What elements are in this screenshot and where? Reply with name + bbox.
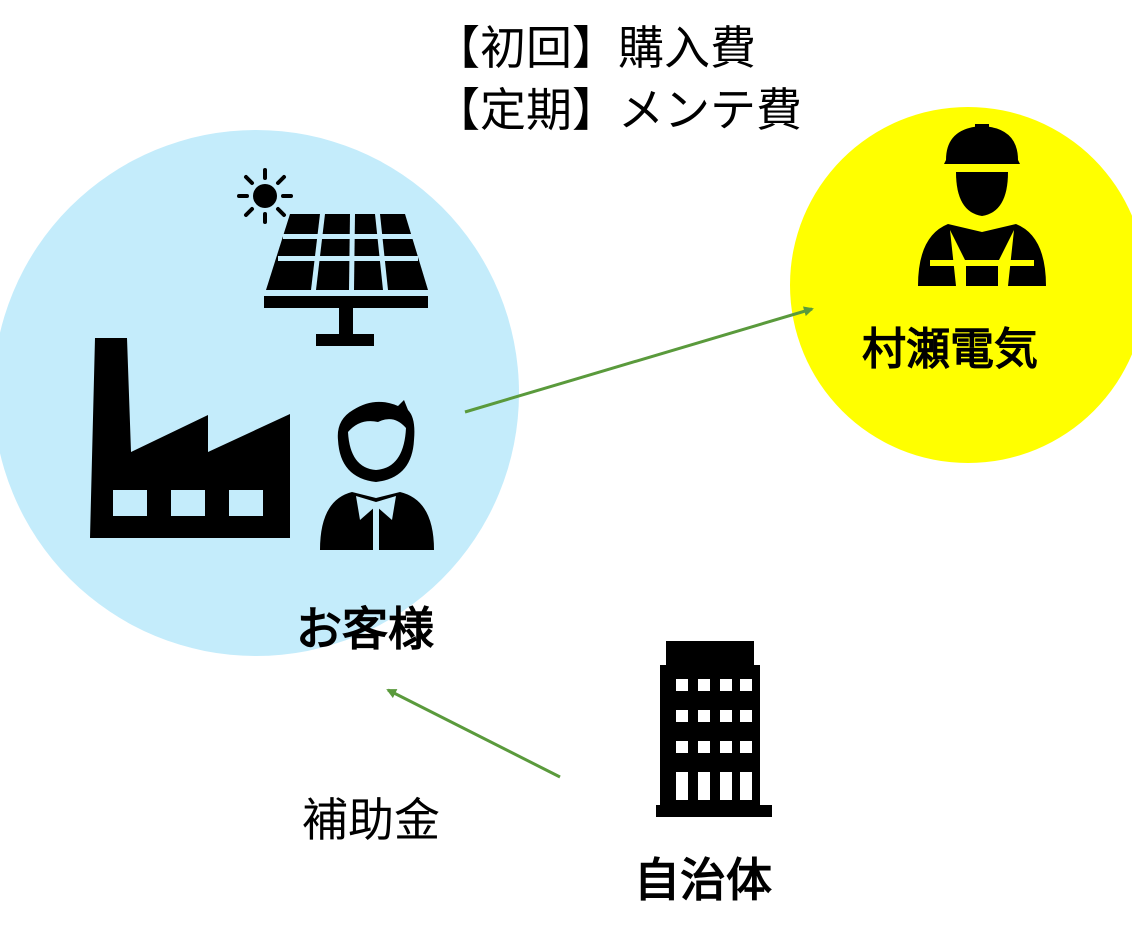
solar-panel-icon xyxy=(264,214,428,346)
customer-circle xyxy=(0,130,519,656)
customer-label: お客様 xyxy=(296,602,435,656)
sun-icon xyxy=(237,168,293,224)
subsidy-label: 補助金 xyxy=(302,793,440,847)
office-building-icon xyxy=(656,641,772,817)
costs-line-1: 【初回】購入費 xyxy=(434,21,756,75)
contractor-label: 村瀬電気 xyxy=(862,324,1038,375)
costs-line-2: 【定期】メンテ費 xyxy=(434,83,802,137)
arrow-customer-to-contractor xyxy=(464,306,814,414)
person-icon xyxy=(320,400,434,550)
arrow-municipality-to-customer xyxy=(386,688,561,779)
municipality-label: 自治体 xyxy=(634,853,772,907)
worker-hardhat-icon xyxy=(918,124,1046,286)
factory-icon xyxy=(90,338,290,538)
